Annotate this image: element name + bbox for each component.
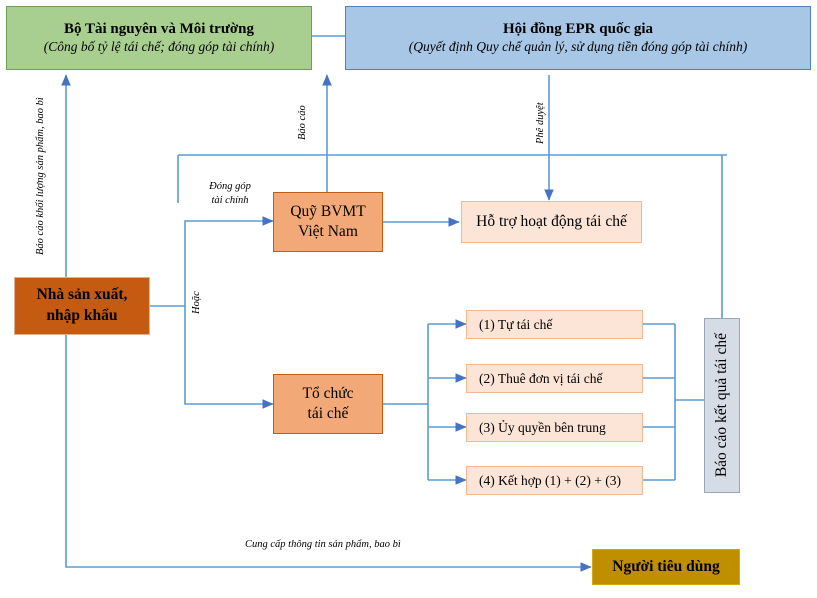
node-option-4[interactable]: (4) Kết hợp (1) + (2) + (3) [466,466,643,495]
node-organization[interactable]: Tổ chức tái chế [273,374,383,434]
council-subtitle: (Quyết định Quy chế quản lý, sử dụng tiề… [408,38,748,54]
report-label: Báo cáo kết quả tái chế [712,333,730,478]
option-1-label: (1) Tự tái chế [479,316,553,332]
organization-line-2: tái chế [307,405,349,422]
ministry-subtitle: (Công bố tỷ lệ tái chế; đóng góp tài chí… [43,38,275,54]
edge-label-provide-info: Cung cấp thông tin sản phẩm, bao bì [245,539,401,550]
edge-label-report-volume: Báo cáo khối lượng sản phẩm, bao bì [35,97,46,255]
organization-line-1: Tổ chức [302,384,354,402]
edge-label-approve: Phê duyệt [535,102,546,144]
edge-label-report-to-ministry: Báo cáo [297,105,308,141]
fund-line-1: Quỹ BVMT [290,202,366,220]
node-council[interactable]: Hội đồng EPR quốc gia (Quyết định Quy ch… [345,6,811,70]
node-option-2[interactable]: (2) Thuê đơn vị tái chế [466,364,643,393]
producer-line-2: nhập khẩu [46,307,118,324]
fund-line-2: Việt Nam [298,223,358,240]
producer-line-1: Nhà sản xuất, [36,286,128,304]
node-option-1[interactable]: (1) Tự tái chế [466,310,643,339]
node-producer[interactable]: Nhà sản xuất, nhập khẩu [14,277,150,335]
node-report[interactable]: Báo cáo kết quả tái chế [704,318,740,493]
node-consumer[interactable]: Người tiêu dùng [592,549,740,585]
node-ministry[interactable]: Bộ Tài nguyên và Môi trường (Công bố tỷ … [6,6,312,70]
node-option-3[interactable]: (3) Ủy quyền bên trung [466,413,643,442]
node-support[interactable]: Hỗ trợ hoạt động tái chế [461,201,642,243]
consumer-label: Người tiêu dùng [612,558,720,575]
edge-label-financial-contribution-line-2: tài chính [211,195,249,206]
option-4-label: (4) Kết hợp (1) + (2) + (3) [479,472,621,488]
edge-label-or: Hoặc [191,291,202,315]
option-3-label: (3) Ủy quyền bên trung [479,419,606,435]
support-label: Hỗ trợ hoạt động tái chế [476,212,627,230]
council-title: Hội đồng EPR quốc gia [502,21,654,38]
ministry-title: Bộ Tài nguyên và Môi trường [64,21,254,38]
node-fund[interactable]: Quỹ BVMT Việt Nam [273,192,383,252]
edge-label-financial-contribution-line-1: Đóng góp [209,181,251,192]
option-2-label: (2) Thuê đơn vị tái chế [479,370,603,386]
